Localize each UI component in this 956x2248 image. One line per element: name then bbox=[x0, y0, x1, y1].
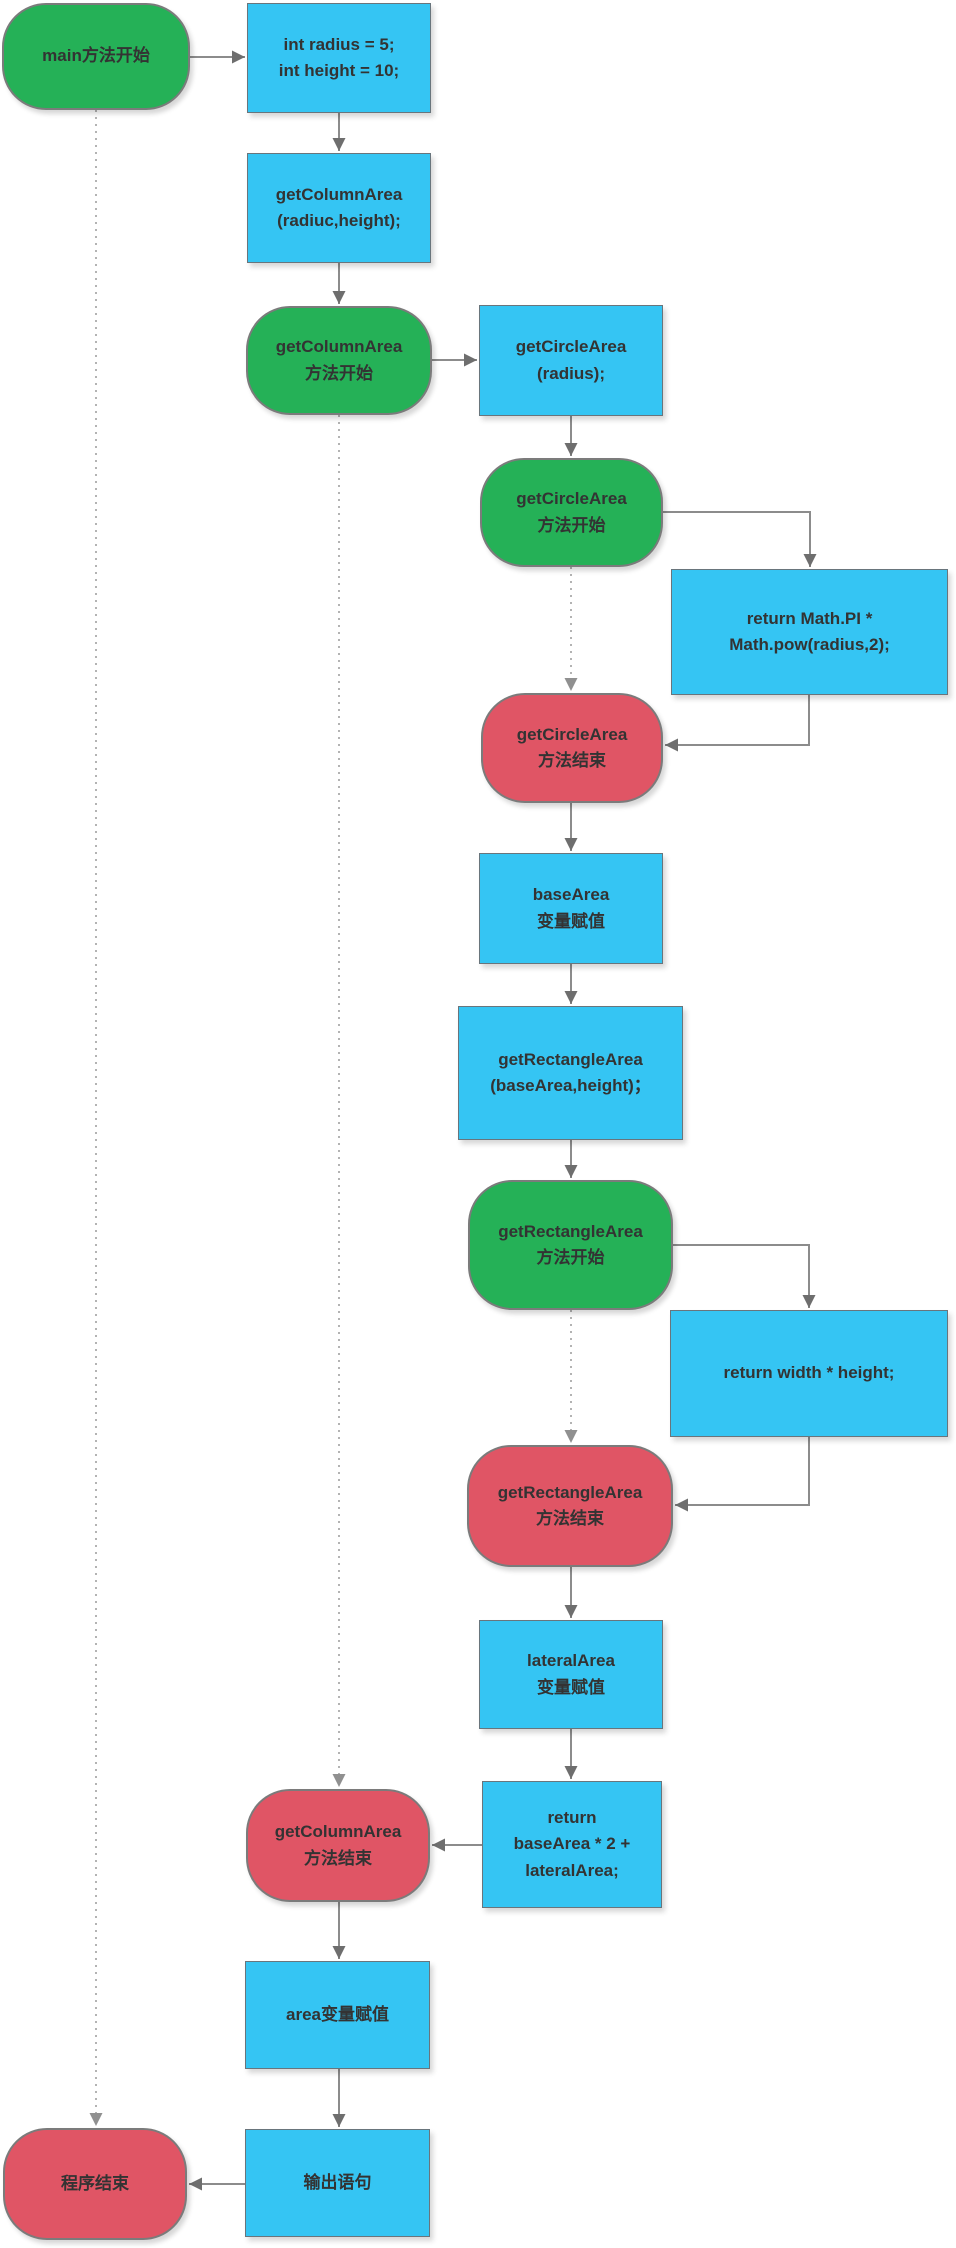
flow-box-return-column: return baseArea * 2 + lateralArea; bbox=[482, 1781, 662, 1908]
flow-box-output-statement: 输出语句 bbox=[245, 2129, 430, 2237]
flow-box-assign-basearea: baseArea 变量赋值 bbox=[479, 853, 663, 964]
flow-node-label: return baseArea * 2 + lateralArea; bbox=[513, 1807, 631, 1880]
flow-box-call-rect-area: getRectangleArea (baseArea,height)； bbox=[458, 1006, 683, 1140]
flow-box-assign-area: area变量赋值 bbox=[245, 1961, 430, 2069]
flow-node-label: getColumnArea 方法结束 bbox=[274, 1822, 402, 1868]
flow-node-label: area变量赋值 bbox=[286, 2004, 389, 2024]
flow-node-rect-area-start: getRectangleArea 方法开始 bbox=[468, 1180, 673, 1310]
flow-node-circle-area-start: getCircleArea 方法开始 bbox=[480, 458, 663, 567]
flow-box-return-pi: return Math.PI * Math.pow(radius,2); bbox=[671, 569, 948, 695]
flow-node-column-area-start: getColumnArea 方法开始 bbox=[246, 306, 432, 415]
flow-node-label: getColumnArea 方法开始 bbox=[275, 337, 403, 383]
flow-node-program-end: 程序结束 bbox=[3, 2128, 187, 2240]
flow-box-return-wh: return width * height; bbox=[670, 1310, 948, 1437]
flow-node-label: getCircleArea 方法结束 bbox=[516, 724, 628, 770]
connector-returnwh-to-rectend bbox=[675, 1437, 810, 1512]
flow-node-label: getCircleArea (radius); bbox=[515, 337, 627, 383]
flow-node-label: lateralArea 变量赋值 bbox=[527, 1651, 615, 1697]
connector-rectstart-to-returnwh bbox=[673, 1244, 816, 1308]
flow-node-main-start: main方法开始 bbox=[2, 3, 190, 110]
flow-box-call-circle-area: getCircleArea (radius); bbox=[479, 305, 663, 416]
connector-returnpi-to-circleend bbox=[665, 695, 810, 752]
flow-node-label: 程序结束 bbox=[61, 2173, 129, 2193]
flow-box-declare-vars: int radius = 5; int height = 10; bbox=[247, 3, 431, 113]
flow-box-call-column-area: getColumnArea (radiuc,height); bbox=[247, 153, 431, 263]
flow-node-label: getColumnArea (radiuc,height); bbox=[275, 184, 403, 230]
flow-node-label: baseArea 变量赋值 bbox=[532, 885, 610, 931]
flow-node-label: return Math.PI * Math.pow(radius,2); bbox=[729, 608, 890, 654]
flow-node-circle-area-end: getCircleArea 方法结束 bbox=[481, 693, 663, 803]
flow-node-label: getRectangleArea (baseArea,height)； bbox=[490, 1049, 651, 1095]
flow-node-label: return width * height; bbox=[723, 1363, 895, 1383]
flow-node-label: getCircleArea 方法开始 bbox=[516, 489, 627, 535]
flow-node-label: int radius = 5; int height = 10; bbox=[278, 34, 400, 80]
connector-circlestart-to-returnpi bbox=[663, 511, 817, 567]
flow-node-rect-area-end: getRectangleArea 方法结束 bbox=[467, 1445, 673, 1567]
flow-node-label: getRectangleArea 方法开始 bbox=[498, 1221, 643, 1267]
flow-node-label: 输出语句 bbox=[303, 2172, 372, 2192]
flow-node-label: getRectangleArea 方法结束 bbox=[497, 1482, 643, 1528]
flow-node-label: main方法开始 bbox=[42, 46, 150, 66]
flow-node-column-area-end: getColumnArea 方法结束 bbox=[246, 1789, 430, 1902]
flow-box-assign-lateral: lateralArea 变量赋值 bbox=[479, 1620, 663, 1729]
